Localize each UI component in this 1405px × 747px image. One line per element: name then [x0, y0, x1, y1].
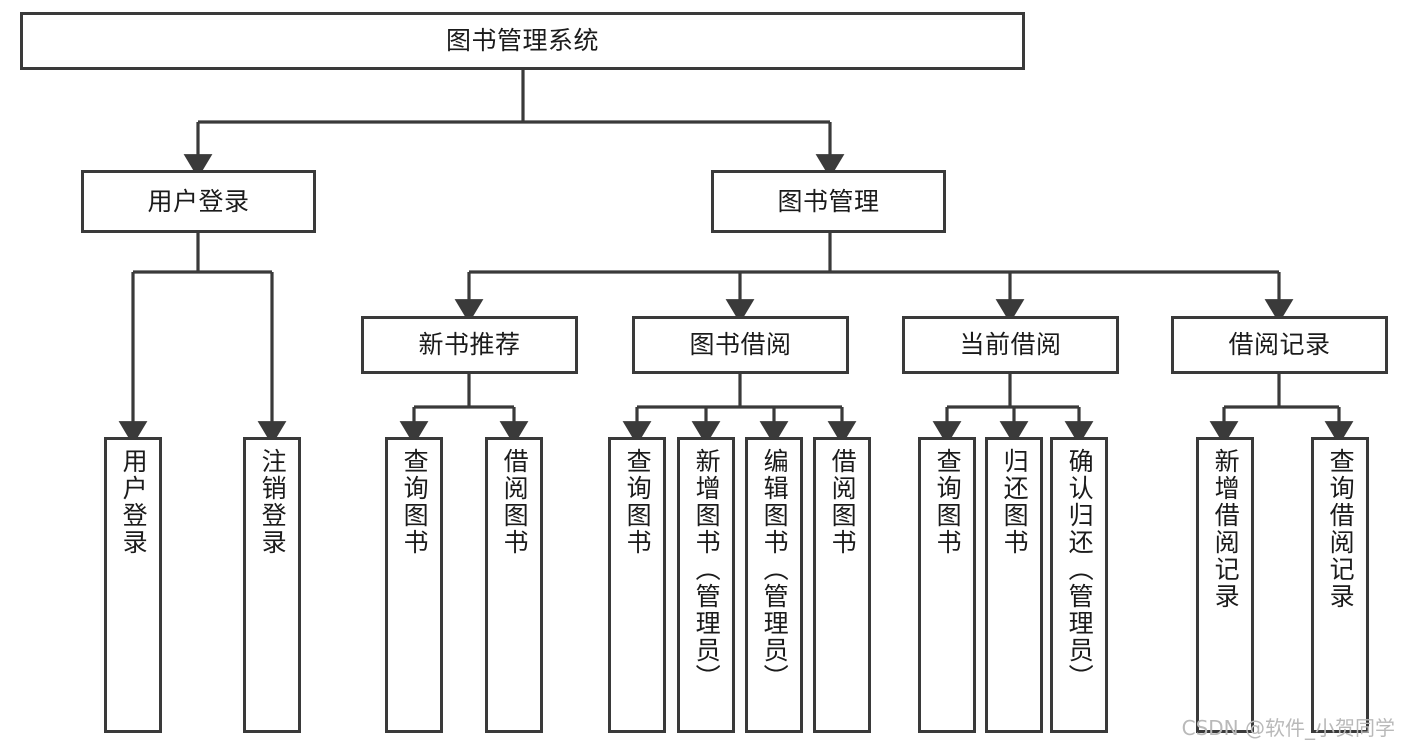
- node-new-book-recommend[interactable]: 新书推荐: [361, 316, 578, 374]
- node-leaf-logout-login[interactable]: 注销登录: [243, 437, 301, 733]
- node-leaf-borrow-book-recommend[interactable]: 借阅图书: [485, 437, 543, 733]
- node-label: 查询图书: [400, 448, 430, 556]
- node-label: 查询图书: [623, 448, 653, 556]
- node-leaf-query-book-current[interactable]: 查询图书: [918, 437, 976, 733]
- node-label: 用户登录: [147, 186, 250, 216]
- node-label: 查询借阅记录: [1326, 448, 1356, 610]
- node-leaf-borrow-book[interactable]: 借阅图书: [813, 437, 871, 733]
- node-leaf-add-borrow-record[interactable]: 新增借阅记录: [1196, 437, 1254, 733]
- node-label: 借阅记录: [1228, 330, 1331, 360]
- node-label: 用户登录: [119, 448, 149, 556]
- node-leaf-confirm-return[interactable]: 确认归还（管理员）: [1050, 437, 1108, 733]
- node-leaf-add-book[interactable]: 新增图书（管理员）: [677, 437, 735, 733]
- node-leaf-query-borrow-record[interactable]: 查询借阅记录: [1311, 437, 1369, 733]
- node-leaf-return-book[interactable]: 归还图书: [985, 437, 1043, 733]
- watermark-text: CSDN @软件_小贺同学: [1181, 716, 1395, 740]
- node-user-login[interactable]: 用户登录: [81, 170, 316, 233]
- node-leaf-user-login[interactable]: 用户登录: [104, 437, 162, 733]
- node-book-borrow[interactable]: 图书借阅: [632, 316, 849, 374]
- node-leaf-query-book-recommend[interactable]: 查询图书: [385, 437, 443, 733]
- node-label: 图书管理: [777, 186, 880, 216]
- node-label: 新书推荐: [418, 330, 521, 360]
- node-label: 新增借阅记录: [1211, 448, 1241, 610]
- node-leaf-edit-book[interactable]: 编辑图书（管理员）: [745, 437, 803, 733]
- node-label: 图书管理系统: [445, 26, 599, 56]
- node-label: 当前借阅: [959, 330, 1062, 360]
- node-label: 借阅图书: [500, 448, 530, 556]
- node-label: 注销登录: [258, 448, 288, 556]
- node-label: 归还图书: [1000, 448, 1030, 556]
- node-borrow-record[interactable]: 借阅记录: [1171, 316, 1388, 374]
- node-current-borrow[interactable]: 当前借阅: [902, 316, 1119, 374]
- node-root-book-management-system[interactable]: 图书管理系统: [20, 12, 1025, 70]
- node-label: 确认归还（管理员）: [1065, 448, 1095, 691]
- node-label: 查询图书: [933, 448, 963, 556]
- node-leaf-query-book-borrow[interactable]: 查询图书: [608, 437, 666, 733]
- node-book-management[interactable]: 图书管理: [711, 170, 946, 233]
- node-label: 借阅图书: [828, 448, 858, 556]
- node-label: 图书借阅: [689, 330, 792, 360]
- node-label: 编辑图书（管理员）: [760, 448, 790, 691]
- node-label: 新增图书（管理员）: [692, 448, 722, 691]
